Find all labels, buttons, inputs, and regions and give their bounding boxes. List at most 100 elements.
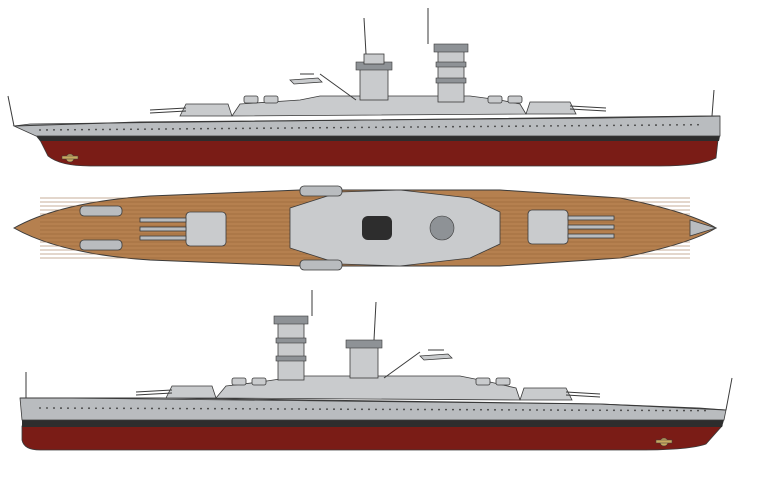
- boot-topping: [22, 420, 724, 427]
- propeller-icon: [655, 437, 673, 447]
- porthole: [564, 124, 566, 127]
- porthole: [305, 126, 307, 129]
- porthole: [165, 407, 167, 410]
- porthole: [207, 127, 209, 130]
- porthole: [508, 408, 510, 411]
- porthole: [109, 128, 111, 131]
- secondary-turret: [495, 377, 511, 386]
- propeller-icon: [61, 153, 79, 163]
- porthole: [354, 408, 356, 411]
- porthole: [473, 125, 475, 128]
- porthole: [522, 125, 524, 128]
- porthole: [571, 124, 573, 127]
- porthole: [88, 128, 90, 131]
- porthole: [550, 409, 552, 411]
- porthole: [298, 127, 300, 129]
- porthole: [361, 408, 363, 411]
- porthole: [620, 409, 622, 412]
- porthole: [200, 127, 202, 130]
- aft-main-turret: [525, 101, 607, 115]
- porthole: [396, 126, 398, 129]
- porthole: [403, 408, 405, 411]
- forward-mast: [373, 301, 377, 341]
- porthole: [347, 126, 349, 129]
- porthole: [256, 127, 258, 130]
- porthole: [102, 407, 104, 410]
- porthole: [613, 409, 615, 412]
- porthole: [221, 407, 223, 410]
- porthole: [368, 408, 370, 411]
- porthole: [557, 409, 559, 411]
- porthole: [347, 408, 349, 411]
- floatplane: [419, 349, 453, 361]
- aft-main-turret-plan: [139, 211, 227, 247]
- porthole: [494, 408, 496, 411]
- secondary-turrets: [243, 95, 523, 104]
- porthole: [284, 127, 286, 129]
- forward-mast: [363, 17, 367, 55]
- plan-top-view: [0, 172, 780, 284]
- porthole: [676, 409, 678, 412]
- porthole: [312, 126, 314, 129]
- boot-topping: [36, 136, 720, 141]
- funnel-plan: [362, 216, 392, 240]
- porthole: [277, 408, 279, 410]
- porthole: [228, 407, 230, 410]
- porthole: [137, 407, 139, 410]
- porthole: [424, 126, 426, 128]
- porthole: [333, 408, 335, 411]
- porthole: [669, 124, 671, 126]
- porthole: [662, 124, 664, 126]
- porthole: [375, 408, 377, 411]
- jackstaff: [725, 377, 733, 411]
- forward-main-turret-plan: [527, 209, 615, 245]
- porthole: [151, 128, 153, 131]
- porthole: [473, 408, 475, 411]
- porthole: [676, 124, 678, 126]
- porthole: [340, 408, 342, 411]
- porthole: [606, 124, 608, 127]
- porthole: [431, 408, 433, 411]
- porthole: [130, 128, 132, 131]
- porthole: [291, 408, 293, 410]
- porthole: [480, 125, 482, 128]
- porthole: [375, 126, 377, 129]
- porthole: [67, 128, 69, 131]
- porthole: [368, 126, 370, 129]
- starboard-profile-svg: [7, 8, 721, 167]
- porthole: [599, 409, 601, 412]
- porthole: [123, 407, 125, 410]
- porthole: [424, 408, 426, 411]
- porthole: [704, 409, 706, 412]
- porthole: [235, 127, 237, 130]
- porthole: [298, 408, 300, 410]
- porthole-row: [39, 123, 699, 131]
- porthole: [312, 408, 314, 410]
- porthole: [578, 409, 580, 412]
- porthole: [95, 407, 97, 410]
- porthole: [67, 407, 69, 410]
- aft-main-turret: [519, 387, 601, 401]
- porthole: [186, 407, 188, 410]
- porthole: [690, 123, 692, 126]
- porthole: [333, 126, 335, 129]
- porthole: [116, 128, 118, 131]
- porthole: [522, 409, 524, 411]
- forward-tower: [345, 301, 383, 379]
- porthole: [81, 128, 83, 131]
- porthole-row: [39, 407, 706, 412]
- porthole: [410, 408, 412, 411]
- porthole: [144, 128, 146, 131]
- porthole: [536, 125, 538, 127]
- porthole: [319, 126, 321, 129]
- porthole: [466, 408, 468, 411]
- porthole: [417, 126, 419, 128]
- porthole: [39, 129, 41, 131]
- forward-main-turret: [149, 103, 233, 117]
- porthole: [46, 407, 48, 409]
- porthole: [382, 126, 384, 129]
- porthole: [186, 127, 188, 130]
- porthole: [207, 407, 209, 410]
- ship-boats: [79, 185, 343, 271]
